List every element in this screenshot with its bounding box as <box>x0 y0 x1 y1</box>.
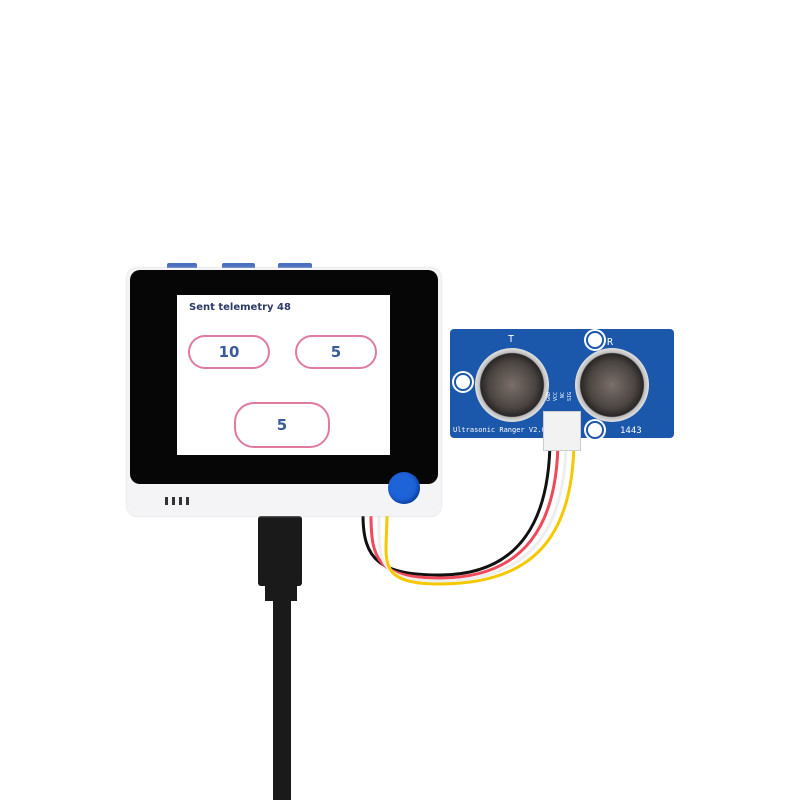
transmitter-label: T <box>508 334 515 345</box>
pin-label-vcc: VCC <box>553 392 559 402</box>
receiver-label: R <box>607 337 614 348</box>
top-button-3[interactable] <box>278 263 312 269</box>
receiver <box>575 348 649 422</box>
mount-hole <box>586 421 604 439</box>
ultrasonic-sensor: T R Ultrasonic Ranger V2.0 1443 GND VCC … <box>450 329 674 451</box>
transmitter <box>475 348 549 422</box>
vent <box>186 497 189 505</box>
vent <box>179 497 182 505</box>
mount-hole <box>586 331 604 349</box>
pin-label-nc: NC <box>560 392 566 399</box>
device-screen: Sent telemetry 48 10 5 5 <box>177 295 390 455</box>
pin-label-gnd: GND <box>546 392 552 402</box>
sensor-name: Ultrasonic Ranger V2.0 <box>453 426 546 434</box>
sensor-code: 1443 <box>620 426 642 436</box>
value-pill-1: 10 <box>188 335 270 369</box>
mount-hole <box>454 373 472 391</box>
vent <box>165 497 168 505</box>
grove-connector <box>543 411 581 451</box>
top-button-2[interactable] <box>222 263 255 269</box>
telemetry-status: Sent telemetry 48 <box>189 302 291 313</box>
value-pill-2: 5 <box>295 335 377 369</box>
pin-label-sig: SIG <box>567 392 573 402</box>
value-pill-3: 5 <box>234 402 330 448</box>
top-button-1[interactable] <box>167 263 197 269</box>
vent <box>172 497 175 505</box>
five-way-button[interactable] <box>388 472 420 504</box>
